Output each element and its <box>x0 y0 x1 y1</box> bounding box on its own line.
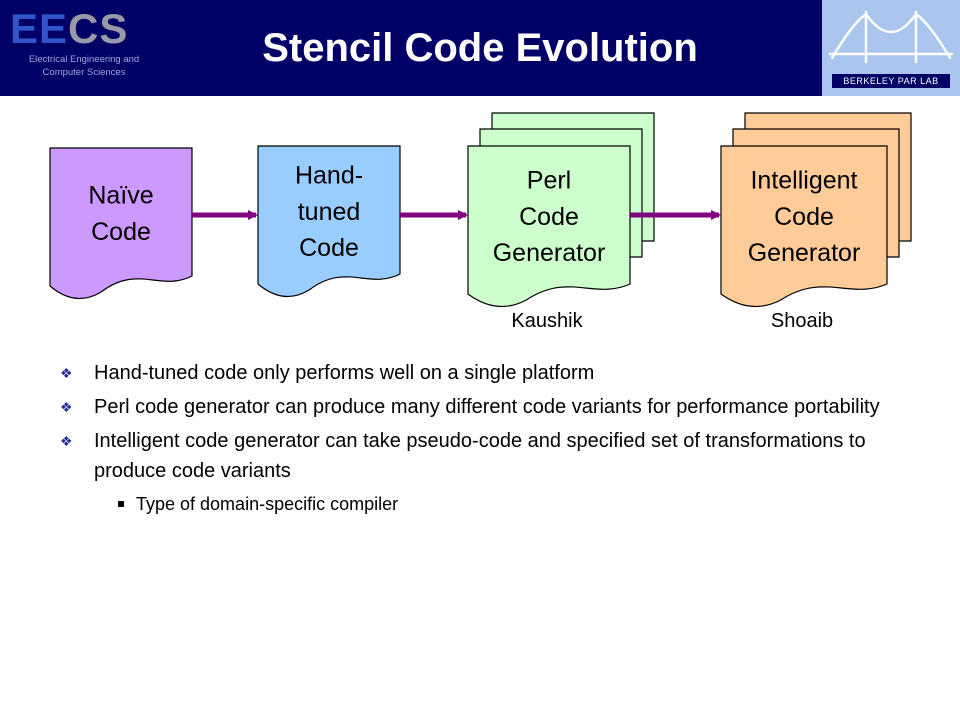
slide-header: EECS Electrical Engineering and Computer… <box>0 0 960 96</box>
bullet-item: Perl code generator can produce many dif… <box>60 392 920 422</box>
document-shape <box>49 147 193 300</box>
evolution-diagram: NaïveCodeHand-tunedCodePerlCodeGenerator… <box>49 112 912 332</box>
node-label-line: Generator <box>748 239 861 267</box>
author-label: Shoaib <box>771 310 833 332</box>
eecs-subtitle-line-2: Computer Sciences <box>42 67 126 78</box>
bullet-item: Intelligent code generator can take pseu… <box>60 426 920 486</box>
node-label-line: Intelligent <box>750 167 857 195</box>
sub-bullet-item: Type of domain-specific compiler <box>60 490 920 518</box>
node-label-line: Hand- <box>295 162 363 190</box>
node-label-line: Code <box>91 218 151 246</box>
slide-title: Stencil Code Evolution <box>262 26 698 70</box>
bridge-icon <box>828 10 954 64</box>
parlab-label: BERKELEY PAR LAB <box>832 74 950 88</box>
parlab-logo: BERKELEY PAR LAB <box>822 0 960 96</box>
document-shape <box>720 145 888 308</box>
node-label-line: Code <box>519 203 579 231</box>
node-label-line: Code <box>774 203 834 231</box>
eecs-logo: EECS <box>10 5 129 52</box>
document-shape <box>467 145 631 308</box>
node-label-line: Perl <box>527 167 571 195</box>
node-label-line: Naïve <box>88 182 153 210</box>
node-label-line: Generator <box>493 239 606 267</box>
node-label-line: Code <box>299 234 359 262</box>
eecs-logo-subtitle: Electrical Engineering and Computer Scie… <box>14 53 154 79</box>
bullet-item: Hand-tuned code only performs well on a … <box>60 358 920 388</box>
document-shape <box>257 145 401 298</box>
eecs-subtitle-line-1: Electrical Engineering and <box>28 54 140 65</box>
author-label: Kaushik <box>511 310 583 332</box>
bullet-list: Hand-tuned code only performs well on a … <box>60 358 920 518</box>
node-label-line: tuned <box>298 198 361 226</box>
